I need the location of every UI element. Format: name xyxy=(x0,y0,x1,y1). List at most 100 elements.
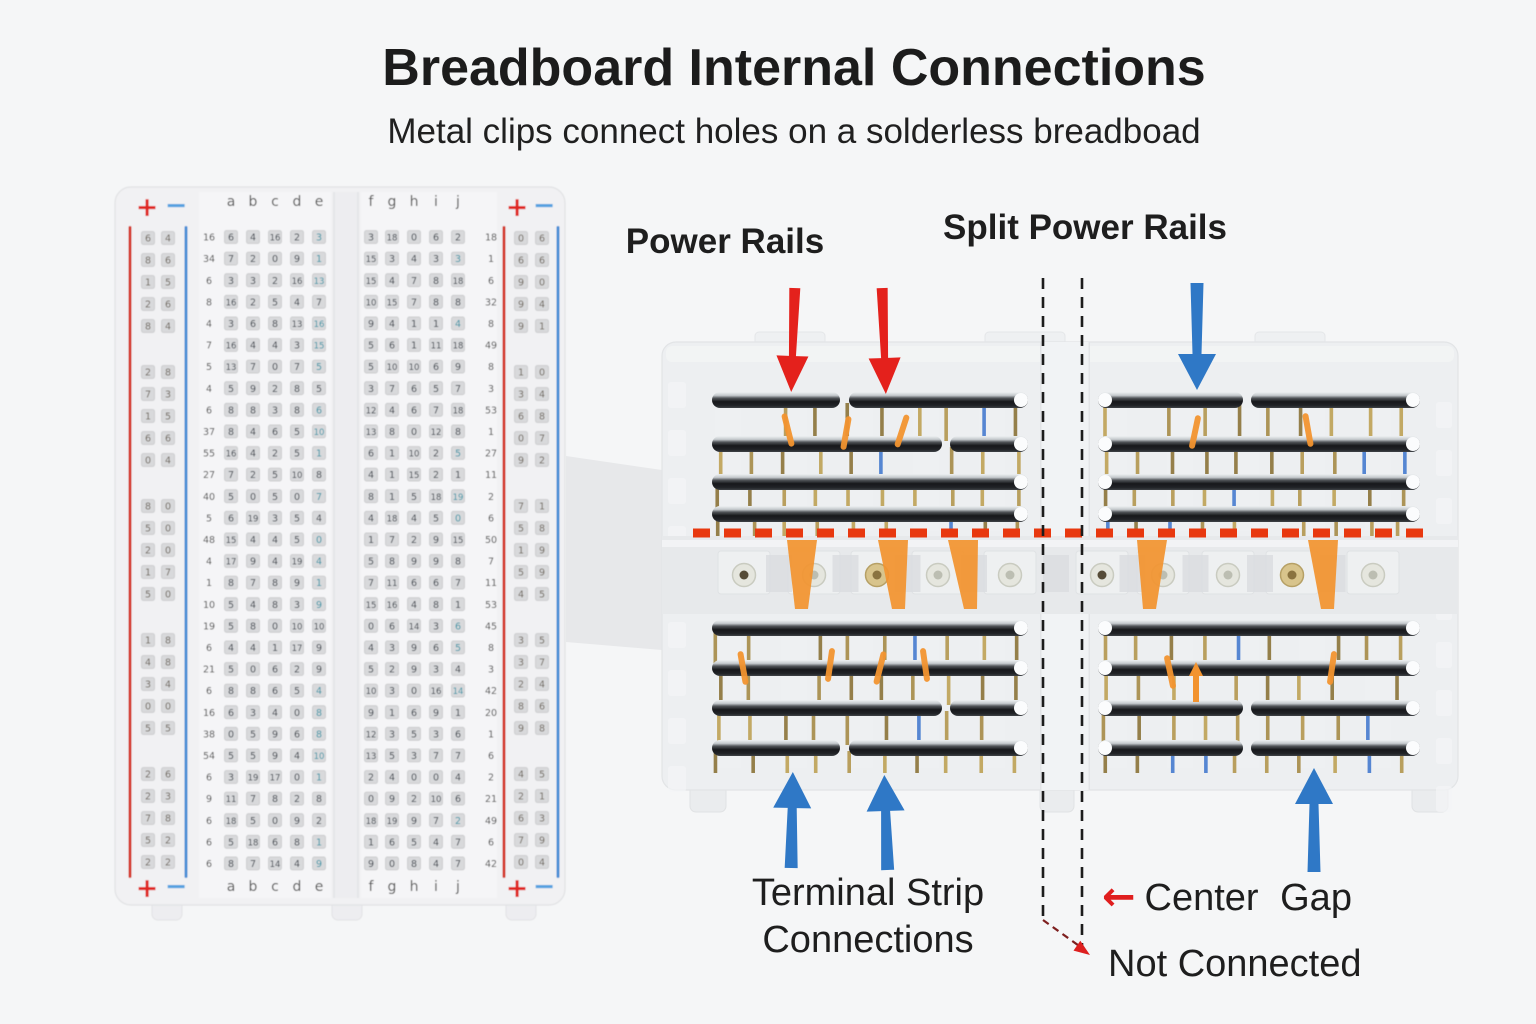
svg-text:6: 6 xyxy=(145,234,151,245)
svg-text:4: 4 xyxy=(294,297,300,308)
svg-text:1: 1 xyxy=(145,412,151,423)
svg-text:1: 1 xyxy=(539,322,545,333)
svg-text:6: 6 xyxy=(206,773,212,784)
svg-text:1: 1 xyxy=(145,568,151,579)
svg-text:19: 19 xyxy=(292,558,303,568)
svg-text:4: 4 xyxy=(228,643,234,654)
svg-text:5: 5 xyxy=(368,665,374,676)
svg-text:6: 6 xyxy=(455,729,461,740)
svg-text:4: 4 xyxy=(165,234,171,245)
svg-text:8: 8 xyxy=(165,368,171,379)
svg-text:1: 1 xyxy=(455,708,461,719)
svg-text:8: 8 xyxy=(165,814,171,825)
svg-text:4: 4 xyxy=(433,837,439,848)
svg-text:2: 2 xyxy=(455,233,461,244)
svg-text:8: 8 xyxy=(433,276,439,287)
svg-text:3: 3 xyxy=(272,405,278,416)
svg-text:9: 9 xyxy=(539,836,545,847)
svg-text:1: 1 xyxy=(389,449,395,460)
svg-text:9: 9 xyxy=(518,322,524,333)
svg-text:8: 8 xyxy=(206,297,212,308)
svg-text:49: 49 xyxy=(485,816,497,827)
svg-text:5: 5 xyxy=(368,341,374,352)
svg-text:27: 27 xyxy=(485,449,497,460)
svg-text:9: 9 xyxy=(368,708,374,719)
svg-text:10: 10 xyxy=(292,471,303,481)
svg-text:8: 8 xyxy=(368,492,374,503)
not-connected-label: Not Connected xyxy=(1108,943,1362,985)
svg-text:3: 3 xyxy=(518,390,524,401)
svg-text:7: 7 xyxy=(389,535,395,546)
svg-text:0: 0 xyxy=(145,456,151,467)
svg-text:5: 5 xyxy=(539,770,545,781)
svg-text:7: 7 xyxy=(455,751,461,762)
svg-text:4: 4 xyxy=(539,300,545,311)
svg-text:1: 1 xyxy=(145,636,151,647)
svg-text:15: 15 xyxy=(387,298,398,308)
svg-text:5: 5 xyxy=(250,751,256,762)
svg-text:4: 4 xyxy=(389,276,395,287)
svg-text:8: 8 xyxy=(294,405,300,416)
svg-text:1: 1 xyxy=(488,254,494,265)
callout-wedge xyxy=(566,456,662,650)
svg-text:9: 9 xyxy=(539,546,545,557)
svg-text:10: 10 xyxy=(292,622,303,632)
svg-text:9: 9 xyxy=(294,254,300,265)
svg-text:6: 6 xyxy=(455,794,461,805)
center-gap-label: ←Center Gap xyxy=(1102,874,1352,920)
svg-text:1: 1 xyxy=(488,729,494,740)
svg-text:4: 4 xyxy=(539,680,545,691)
svg-text:8: 8 xyxy=(455,427,461,438)
svg-text:4: 4 xyxy=(389,319,395,330)
svg-text:1: 1 xyxy=(316,578,322,589)
svg-text:8: 8 xyxy=(389,427,395,438)
svg-text:8: 8 xyxy=(294,837,300,848)
svg-text:5: 5 xyxy=(165,724,171,735)
svg-text:e: e xyxy=(315,194,324,210)
svg-text:5: 5 xyxy=(165,278,171,289)
svg-text:8: 8 xyxy=(272,578,278,589)
svg-text:5: 5 xyxy=(250,729,256,740)
svg-text:8: 8 xyxy=(433,297,439,308)
svg-text:0: 0 xyxy=(272,621,278,632)
svg-text:7: 7 xyxy=(411,276,417,287)
svg-text:15: 15 xyxy=(366,277,377,287)
svg-text:4: 4 xyxy=(250,427,256,438)
svg-text:6: 6 xyxy=(272,686,278,697)
svg-text:1: 1 xyxy=(488,427,494,438)
svg-text:0: 0 xyxy=(518,858,524,869)
svg-text:6: 6 xyxy=(488,276,494,287)
svg-text:6: 6 xyxy=(433,578,439,589)
power-rails-label: Power Rails xyxy=(625,222,825,261)
svg-text:9: 9 xyxy=(433,535,439,546)
svg-text:4: 4 xyxy=(411,513,417,524)
svg-text:1: 1 xyxy=(272,643,278,654)
svg-text:1: 1 xyxy=(316,449,322,460)
svg-text:16: 16 xyxy=(314,320,325,330)
svg-text:0: 0 xyxy=(539,368,545,379)
svg-text:3: 3 xyxy=(316,233,322,244)
svg-text:7: 7 xyxy=(455,384,461,395)
svg-text:4: 4 xyxy=(294,751,300,762)
svg-text:4: 4 xyxy=(272,535,278,546)
svg-text:8: 8 xyxy=(228,405,234,416)
svg-text:7: 7 xyxy=(250,362,256,373)
svg-text:7: 7 xyxy=(488,557,494,568)
svg-text:7: 7 xyxy=(539,434,545,445)
svg-text:5: 5 xyxy=(539,636,545,647)
svg-text:6: 6 xyxy=(272,665,278,676)
svg-text:i: i xyxy=(434,879,438,895)
svg-text:0: 0 xyxy=(250,492,256,503)
svg-text:5: 5 xyxy=(206,362,212,373)
svg-text:2: 2 xyxy=(294,794,300,805)
svg-text:6: 6 xyxy=(433,362,439,373)
svg-text:6: 6 xyxy=(433,233,439,244)
svg-text:48: 48 xyxy=(203,535,215,546)
svg-text:0: 0 xyxy=(165,546,171,557)
svg-text:4: 4 xyxy=(539,390,545,401)
svg-text:4: 4 xyxy=(250,449,256,460)
svg-text:40: 40 xyxy=(203,492,215,503)
svg-text:18: 18 xyxy=(387,234,398,244)
svg-text:9: 9 xyxy=(455,362,461,373)
svg-text:6: 6 xyxy=(206,276,212,287)
